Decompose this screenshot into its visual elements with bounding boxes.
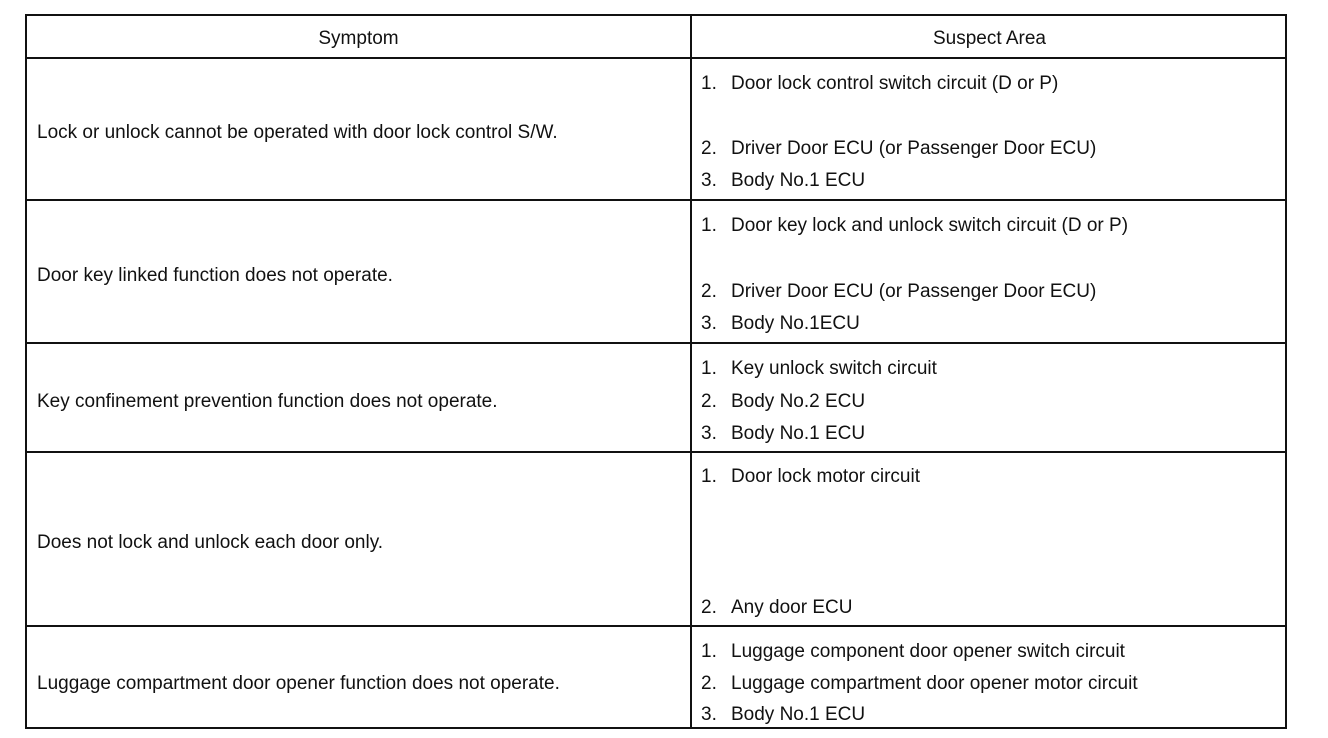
row-divider [27,451,1285,453]
suspect-item: 3.Body No.1ECU [701,313,860,334]
symptom-cell: Lock or unlock cannot be operated with d… [37,122,558,143]
suspect-item: 2.Driver Door ECU (or Passenger Door ECU… [701,138,1097,159]
suspect-item: 1.Door lock motor circuit [701,466,920,487]
suspect-item: 1.Door key lock and unlock switch circui… [701,215,1129,236]
symptom-cell: Does not lock and unlock each door only. [37,532,384,553]
suspect-item: 1.Key unlock switch circuit [701,358,937,379]
suspect-item: 2.Driver Door ECU (or Passenger Door ECU… [701,281,1097,302]
suspect-item: 2.Luggage compartment door opener motor … [701,673,1138,694]
suspect-item: 2.Any door ECU [701,597,853,618]
row-divider [27,342,1285,344]
symptom-cell: Key confinement prevention function does… [37,391,498,412]
symptom-cell: Luggage compartment door opener function… [37,673,560,694]
header-divider [27,57,1285,59]
symptom-column-header: Symptom [318,28,399,49]
symptom-cell: Door key linked function does not operat… [37,265,393,286]
suspect-area-column-header: Suspect Area [932,28,1047,49]
suspect-item: 3.Body No.1 ECU [701,704,866,725]
suspect-item: 3.Body No.1 ECU [701,170,866,191]
suspect-item: 1.Luggage component door opener switch c… [701,641,1125,662]
suspect-item: 3.Body No.1 ECU [701,423,866,444]
troubleshooting-table: Symptom Suspect Area Lock or unlock cann… [25,14,1287,729]
row-divider [27,625,1285,627]
suspect-item: 2.Body No.2 ECU [701,391,866,412]
column-divider [690,16,692,727]
suspect-item: 1.Door lock control switch circuit (D or… [701,73,1059,94]
row-divider [27,199,1285,201]
